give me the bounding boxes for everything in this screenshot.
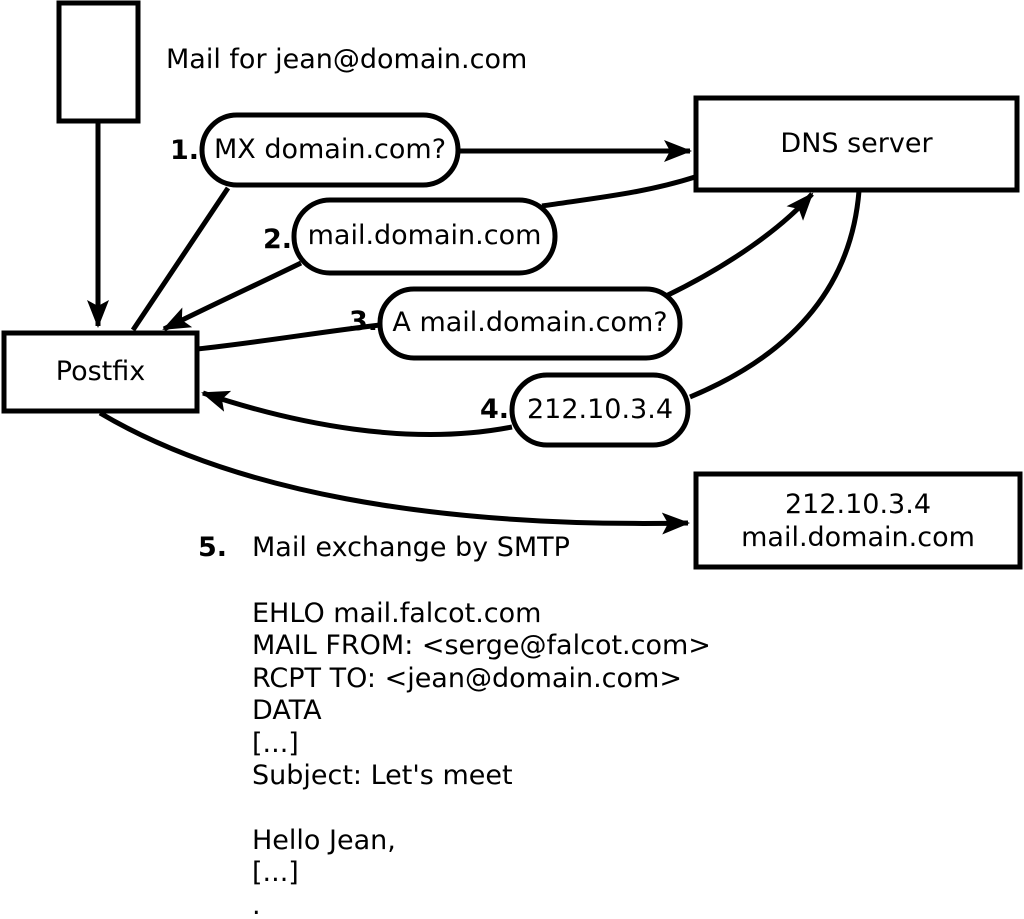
smtp-line-blank <box>252 792 711 824</box>
dns-server-node-box <box>693 95 1020 193</box>
line-dns-to-answer4 <box>689 190 862 400</box>
mailserver-node-label: 212.10.3.4 mail.domain.com <box>696 474 1020 567</box>
bubble-query-mx-label: MX domain.com? <box>213 133 447 165</box>
dns-server-node-label: DNS server <box>780 127 933 159</box>
smtp-line-subject: Subject: Let's meet <box>252 759 513 791</box>
step-number-1: 1. <box>169 135 199 166</box>
mailserver-node-box <box>693 471 1023 570</box>
bubble-answer-a-label: 212.10.3.4 <box>527 393 673 425</box>
diagram-title: Mail for jean@domain.com <box>166 44 528 75</box>
step-number-4: 4. <box>479 394 509 425</box>
postfix-node-box <box>1 330 200 414</box>
arrow-postfix-to-mailserver-smtp <box>98 410 690 535</box>
smtp-line-ellipsis-1: [...] <box>252 727 299 759</box>
smtp-line-ehlo: EHLO mail.falcot.com <box>252 598 542 629</box>
smtp-line-data: DATA <box>252 695 322 727</box>
smtp-line-mail-from: MAIL FROM: <serge@falcot.com> <box>252 630 711 662</box>
mailserver-hostname: mail.domain.com <box>741 521 975 553</box>
smtp-line-rcpt-to: RCPT TO: <jean@domain.com> <box>252 662 682 694</box>
step-number-3: 3. <box>348 306 378 337</box>
line-postfix-to-query1 <box>130 186 231 332</box>
bubble-query-a-label: A mail.domain.com? <box>392 307 668 339</box>
step-number-2: 2. <box>262 224 292 255</box>
line-dns-to-answer2 <box>541 174 696 209</box>
postfix-node-label: Postfix <box>55 355 146 387</box>
arrow-query3-to-dns <box>664 192 814 299</box>
step-number-5: 5. <box>197 532 227 563</box>
smtp-line-end-dot: . <box>252 889 261 919</box>
mail-envelope-icon <box>56 0 141 124</box>
bubble-answer-mx <box>291 197 558 276</box>
bubble-answer-a <box>509 372 691 448</box>
arrow-answer2-to-postfix <box>162 260 303 332</box>
mailserver-ip: 212.10.3.4 <box>785 488 931 520</box>
smtp-line-hello: Hello Jean, <box>252 824 396 856</box>
step-5-label: Mail exchange by SMTP <box>252 532 570 563</box>
smtp-line-ellipsis-2: [...] <box>252 857 299 889</box>
smtp-session-block: EHLO mail.falcot.com MAIL FROM: <serge@f… <box>252 598 711 919</box>
bubble-query-mx <box>199 112 461 188</box>
line-postfix-to-query3 <box>196 322 381 352</box>
bubble-answer-mx-label: mail.domain.com <box>307 220 542 252</box>
bubble-query-a <box>377 286 683 361</box>
arrow-answer4-to-postfix <box>201 390 513 437</box>
